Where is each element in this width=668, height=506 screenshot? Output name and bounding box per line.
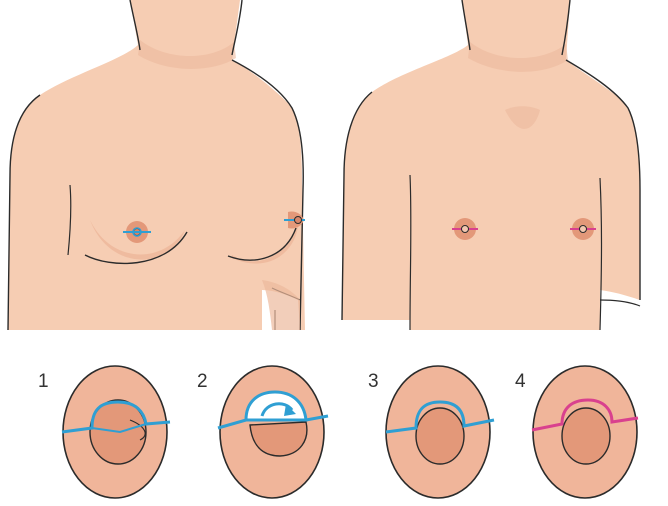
step-1-flap-line — [129, 419, 146, 441]
after-torso-skin — [342, 0, 640, 330]
step-4-areola — [561, 407, 611, 465]
after-right-armpit-line — [599, 177, 603, 331]
step-1-incision-lower — [91, 423, 147, 434]
neck-outline-left — [129, 0, 141, 51]
after-right-arm-bottom — [599, 299, 641, 307]
step-4-scar — [531, 398, 639, 432]
left-breast-shadow — [90, 220, 185, 260]
neck-outline-right — [231, 0, 243, 56]
step-2-incision — [217, 414, 329, 430]
step-2-arrow — [260, 402, 294, 417]
left-arm-outline — [7, 94, 41, 331]
after-torso — [341, 0, 641, 331]
left-breast-fold — [84, 231, 188, 265]
step-2-diagram — [217, 365, 329, 499]
after-neck-outline-left — [461, 0, 471, 51]
neck-shadow — [138, 40, 236, 69]
after-right-arm-outline — [565, 59, 641, 300]
after-neck-shadow — [468, 42, 568, 72]
right-nipple — [294, 216, 302, 224]
left-armpit-line — [67, 184, 72, 256]
step-1-label: 1 — [38, 371, 49, 392]
step-1-diagram — [61, 365, 171, 499]
right-breast-shadow — [232, 225, 298, 264]
step-3-areola — [415, 407, 465, 465]
right-arm-outline — [231, 59, 304, 331]
after-left-armpit-line — [409, 174, 412, 331]
right-breast-fold — [227, 227, 297, 261]
after-sternum-shadow — [505, 106, 540, 129]
step-2-label: 2 — [197, 371, 208, 392]
step-3-diagram — [385, 365, 495, 499]
right-arm-shadow — [262, 280, 300, 330]
step-2-arrow-head — [284, 404, 296, 416]
left-incision-circle — [132, 227, 142, 237]
step-3-label: 3 — [368, 371, 379, 392]
after-right-nipple — [579, 225, 587, 233]
after-neck-outline-right — [561, 0, 571, 56]
before-torso — [7, 0, 305, 331]
after-left-arm-outline — [341, 91, 373, 321]
before-torso-skin — [8, 0, 305, 330]
after-left-nipple — [461, 225, 469, 233]
step-4-label: 4 — [515, 371, 526, 392]
step-1-incision — [61, 400, 171, 434]
step-2-lifted-tissue — [249, 421, 308, 457]
step-3-incision — [385, 400, 495, 434]
step-4-diagram — [531, 365, 639, 499]
